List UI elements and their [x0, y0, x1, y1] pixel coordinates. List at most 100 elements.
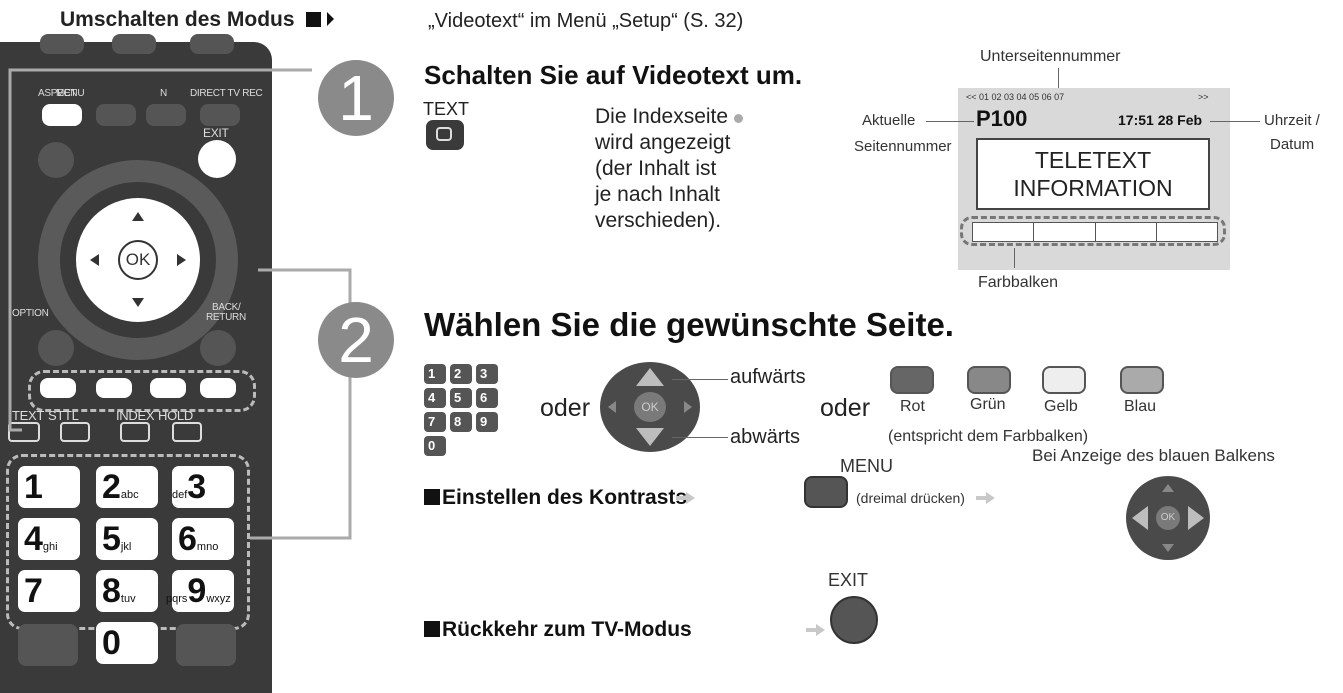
down-arrow-icon[interactable] [132, 298, 144, 307]
mode-reference: „Videotext“ im Menü „Setup“ (S. 32) [428, 10, 744, 32]
green-button[interactable] [96, 378, 132, 398]
left-arrow-icon[interactable] [90, 254, 99, 266]
right-arrow-icon [684, 401, 692, 413]
contrast-row: Einstellen des Kontrasts [424, 486, 687, 510]
num-digit: 3 [187, 468, 207, 506]
num-letters: def [172, 489, 188, 501]
num-5-button[interactable]: 5jkl [96, 518, 158, 560]
arrow-right-icon [986, 492, 995, 504]
sttl-label: STTL [48, 408, 79, 423]
keypad-key: 5 [450, 388, 472, 408]
num-letters: tuv [120, 593, 136, 605]
num-2-button[interactable]: 2abc [96, 466, 158, 508]
remote-top-button[interactable] [190, 34, 234, 54]
num-6-button[interactable]: 6mno [172, 518, 234, 560]
exit-label: EXIT [203, 126, 229, 140]
text-label: TEXT [12, 408, 45, 423]
arrow-shaft [976, 496, 986, 500]
exit-button[interactable] [198, 140, 236, 178]
up-arrow-icon[interactable] [132, 212, 144, 221]
keypad-key: 0 [424, 436, 446, 456]
back-return-button[interactable] [200, 330, 236, 366]
step-1-title: Schalten Sie auf Videotext um. [424, 60, 803, 90]
color-bar-segment [1157, 223, 1217, 241]
num-letters: abc [120, 489, 139, 501]
blue-key [1120, 366, 1164, 394]
menu-label: MENU [56, 88, 85, 99]
info-line: INFORMATION [1013, 175, 1173, 201]
num-letters: ghi [42, 541, 58, 553]
dpad-ok: OK [1156, 506, 1180, 530]
red-label: Rot [900, 398, 925, 415]
exit-key [830, 596, 878, 644]
ok-button[interactable]: OK [118, 240, 158, 280]
color-bar-pointer [1014, 248, 1015, 268]
desc-line: je nach Inhalt [595, 183, 720, 206]
dpad-up-down-icon: OK [600, 362, 700, 452]
num-4-button[interactable]: 4ghi [18, 518, 80, 560]
desc-line: Die Indexseite [595, 104, 743, 130]
green-key [967, 366, 1011, 394]
color-bar-label: Farbbalken [978, 274, 1059, 291]
color-bar-segment [1096, 223, 1157, 241]
connector-step2 [250, 268, 352, 540]
num-0-button[interactable]: 0 [96, 622, 158, 664]
remote-bottom-right-button[interactable] [176, 624, 236, 666]
num-7-button[interactable]: 7 [18, 570, 80, 612]
remote-top-button[interactable] [40, 34, 84, 54]
yellow-button[interactable] [150, 378, 186, 398]
teletext-info-box: TELETEXT INFORMATION [976, 138, 1210, 210]
desc-line: verschieden). [595, 209, 722, 232]
down-arrow-icon [636, 428, 664, 446]
aspect-label: ASPECT [38, 88, 77, 99]
num-digit: 4 [24, 520, 43, 558]
keypad-key: 7 [424, 412, 446, 432]
current-page-label-2: Seitennummer [854, 138, 952, 155]
up-arrow-icon [1162, 484, 1174, 492]
direct-tv-rec-button[interactable] [200, 104, 240, 126]
menu-key [804, 476, 848, 508]
yellow-key [1042, 366, 1086, 394]
left-arrow-icon [608, 401, 616, 413]
dot-icon [733, 114, 743, 123]
menu-button[interactable] [42, 104, 82, 126]
contrast-label: Einstellen des Kontrasts [442, 486, 688, 509]
remote-top-button[interactable] [112, 34, 156, 54]
subpage-more: >> [1198, 92, 1209, 102]
num-1-button[interactable]: 1 [18, 466, 80, 508]
keypad-key: 9 [476, 412, 498, 432]
keypad-key: 6 [476, 388, 498, 408]
num-digit: 2 [102, 468, 121, 506]
num-letters: mno [196, 541, 219, 553]
option-button[interactable] [38, 330, 74, 366]
hold-button[interactable] [172, 422, 202, 442]
connector-step1 [8, 68, 312, 432]
aspect-button[interactable] [96, 104, 136, 126]
index-button[interactable] [120, 422, 150, 442]
remote-bottom-left-button[interactable] [18, 624, 78, 666]
dpad[interactable]: OK [76, 198, 200, 322]
num-9-button[interactable]: pqrs9wxyz [166, 570, 234, 612]
blue-button[interactable] [200, 378, 236, 398]
n-button[interactable] [146, 104, 186, 126]
red-button[interactable] [40, 378, 76, 398]
num-letters: pqrs [166, 593, 188, 605]
page-number: P100 [976, 106, 1028, 131]
right-arrow-icon[interactable] [177, 254, 186, 266]
keypad-key: 8 [450, 412, 472, 432]
left-round-button[interactable] [38, 142, 74, 178]
press-three-times: (dreimal drücken) [856, 490, 965, 506]
keypad-key: 2 [450, 364, 472, 384]
time-date: 17:51 28 Feb [1118, 112, 1203, 128]
right-arrow-icon [1188, 506, 1204, 530]
info-line: TELETEXT [1034, 147, 1152, 173]
or-text-2: oder [820, 394, 871, 422]
num-3-button[interactable]: def3 [172, 466, 234, 508]
sttl-button[interactable] [60, 422, 90, 442]
num-8-button[interactable]: 8tuv [96, 570, 158, 612]
blue-label: Blau [1124, 398, 1157, 415]
bullet-square-icon [424, 621, 440, 637]
down-pointer [672, 437, 728, 438]
text-button[interactable] [8, 422, 40, 442]
num-digit: 0 [102, 624, 121, 662]
